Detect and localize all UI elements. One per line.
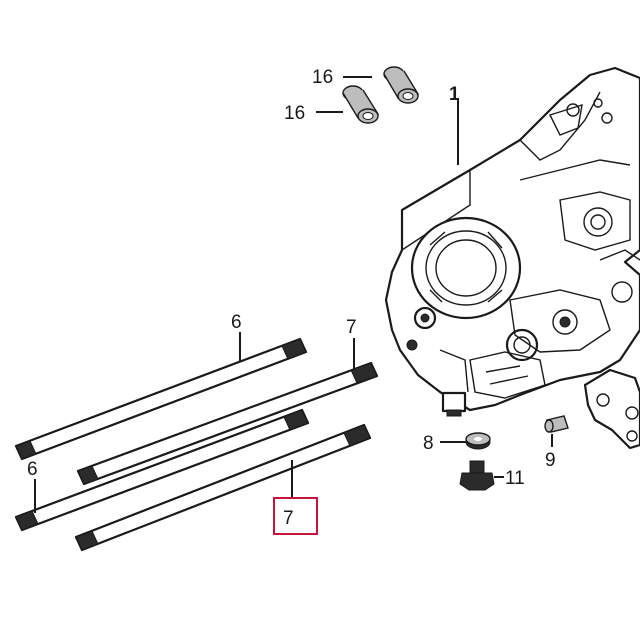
pin-9[interactable] [544, 415, 569, 433]
callout-6-lower[interactable]: 6 [27, 459, 38, 480]
crankcase-half[interactable] [384, 66, 640, 417]
callout-6-upper[interactable]: 6 [231, 312, 242, 333]
sealing-washer-8[interactable] [465, 432, 491, 450]
stud-bolt-7-upper[interactable] [76, 361, 379, 486]
callout-7-selected[interactable]: 7 [283, 508, 294, 529]
callout-11[interactable]: 11 [505, 468, 525, 489]
selected-part-highlight[interactable] [273, 497, 318, 535]
callout-7-upper[interactable]: 7 [346, 317, 357, 338]
callout-9[interactable]: 9 [545, 450, 556, 471]
callout-16-lower[interactable]: 16 [284, 103, 305, 124]
drain-bolt-11[interactable] [459, 460, 495, 491]
callout-8[interactable]: 8 [423, 433, 434, 454]
callout-1[interactable]: 1 [449, 84, 460, 105]
dowel-pin-lower[interactable] [342, 85, 380, 124]
stud-bolt-6-lower[interactable] [14, 408, 310, 532]
dowel-pin-upper[interactable] [383, 66, 420, 104]
side-bracket[interactable] [583, 368, 640, 450]
stud-bolt-6-upper[interactable] [14, 337, 308, 461]
callout-16-upper[interactable]: 16 [312, 67, 333, 88]
stud-bolt-7-lower[interactable] [74, 423, 372, 552]
